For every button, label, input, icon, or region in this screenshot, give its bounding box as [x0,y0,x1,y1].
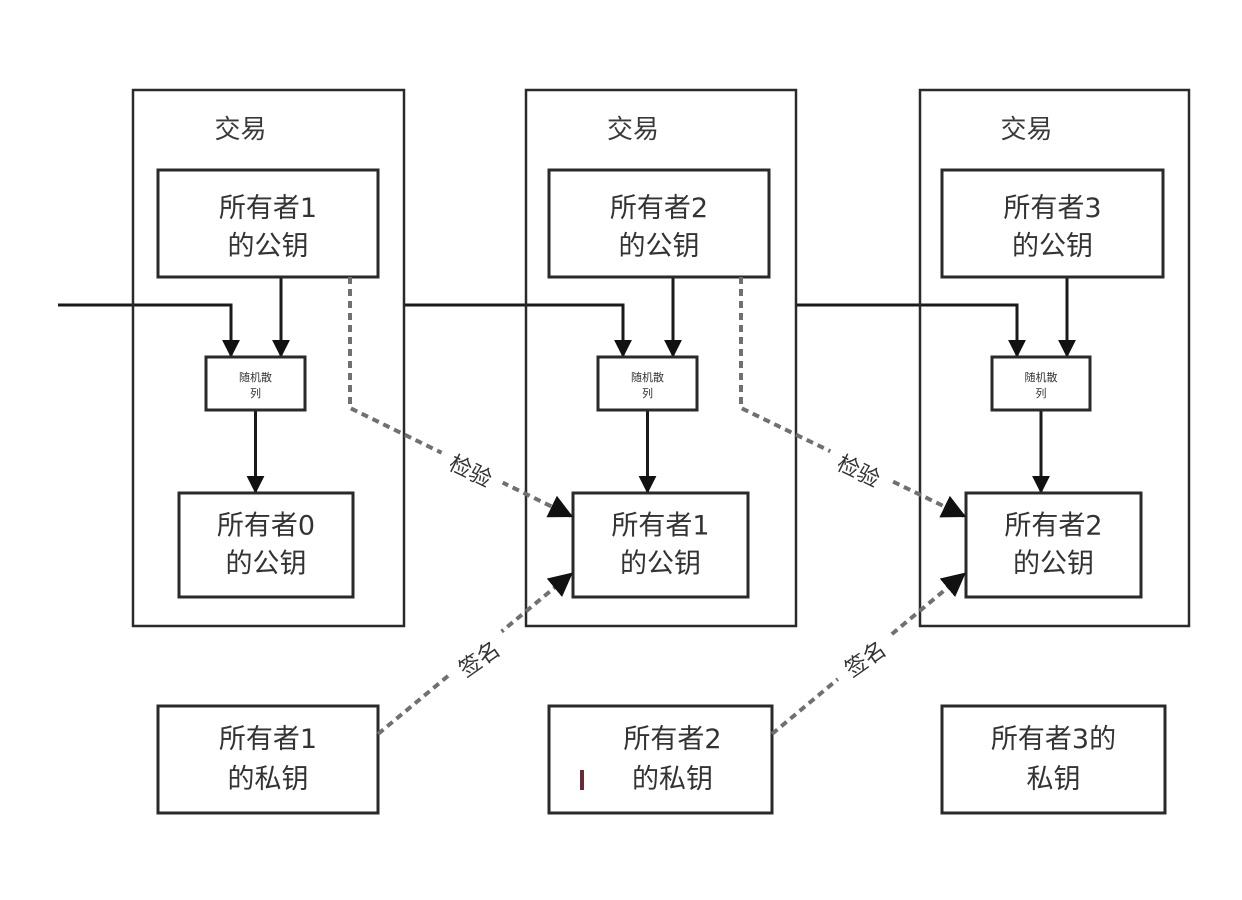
private-key-text-3-line-1: 所有者3的 [991,724,1116,755]
owner-pubkey-text-3-line-1: 所有者3 [1003,193,1101,224]
prev-owner-pubkey-text-3-line-1: 所有者2 [1004,511,1102,542]
transaction-label-2: 交易 [607,115,659,145]
private-key-text-2-line-2: 的私钥 [632,764,713,795]
transaction-box-3 [918,88,1191,628]
hash-box-2 [596,355,699,412]
hash-text-2-line-1: 随机散 [631,370,664,384]
transaction-label-1: 交易 [214,115,266,145]
chain-arrow-1 [58,303,240,358]
chain-arrow-3 [796,303,1026,358]
owner-pubkey-text-3-line-2: 的公钥 [1012,231,1093,262]
owner-pubkey-text-2-line-1: 所有者2 [610,193,708,224]
sign-label-background-1 [444,629,516,691]
prev-owner-pubkey-box-3 [964,491,1143,599]
prev-owner-pubkey-box-1 [177,491,355,599]
owner-pubkey-text-1-line-2: 的公钥 [228,231,309,262]
transaction-box-1 [131,88,406,628]
owner-pubkey-box-2 [547,168,771,279]
private-key-box-3 [940,704,1167,815]
private-key-text-3-line-2: 私钥 [1027,764,1081,795]
private-key-box-1 [156,704,380,815]
private-key-box-2 [547,704,774,815]
prev-owner-pubkey-text-2-line-2: 的公钥 [620,549,701,580]
verify-label-background-1 [433,444,507,500]
hash-text-1-line-2: 列 [250,386,261,400]
prev-owner-pubkey-text-1-line-1: 所有者0 [217,511,315,542]
hash-box-1 [204,355,307,412]
hash-text-3-line-1: 随机散 [1025,370,1058,384]
private-key-text-1-line-1: 所有者1 [219,724,317,755]
private-key-text-1-line-2: 的私钥 [228,764,309,795]
owner-pubkey-box-3 [940,168,1165,279]
prev-owner-pubkey-box-2 [571,491,750,599]
prev-owner-pubkey-text-1-line-2: 的公钥 [226,549,307,580]
owner-pubkey-text-1-line-1: 所有者1 [219,193,317,224]
verify-label-background-2 [821,444,895,500]
prev-owner-pubkey-text-2-line-1: 所有者1 [611,511,709,542]
prev-owner-pubkey-text-3-line-2: 的公钥 [1013,549,1094,580]
hash-text-3-line-2: 列 [1036,386,1047,400]
sign-label-background-2 [830,629,902,691]
owner-pubkey-box-1 [156,168,380,279]
scan-artifact-mark [580,770,584,790]
owner-pubkey-text-2-line-2: 的公钥 [619,231,700,262]
transaction-label-3: 交易 [1000,115,1052,145]
hash-text-1-line-1: 随机散 [239,370,272,384]
private-key-text-2-line-1: 所有者2 [623,724,721,755]
hash-text-2-line-2: 列 [642,386,653,400]
chain-arrow-2 [404,303,632,358]
transaction-box-2 [524,88,798,628]
hash-box-3 [990,355,1092,412]
